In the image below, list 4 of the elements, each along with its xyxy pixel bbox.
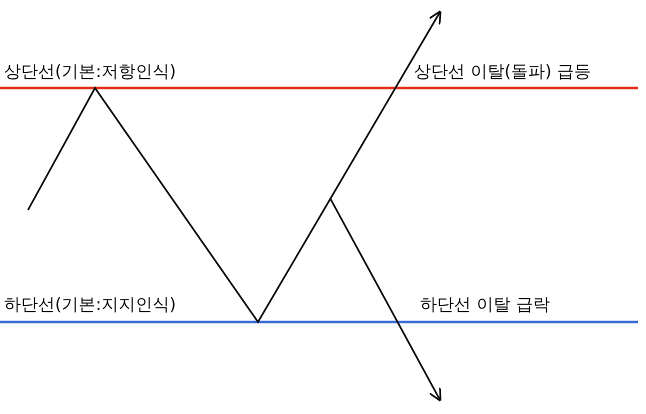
line-label: 상단선 이탈(돌파) 급등	[414, 62, 592, 82]
line-label: 하단선 이탈 급락	[420, 295, 550, 316]
line-label: 상단선(기본:저항인식)	[4, 62, 176, 82]
line-label: 하단선(기본:지지인식)	[4, 295, 176, 316]
